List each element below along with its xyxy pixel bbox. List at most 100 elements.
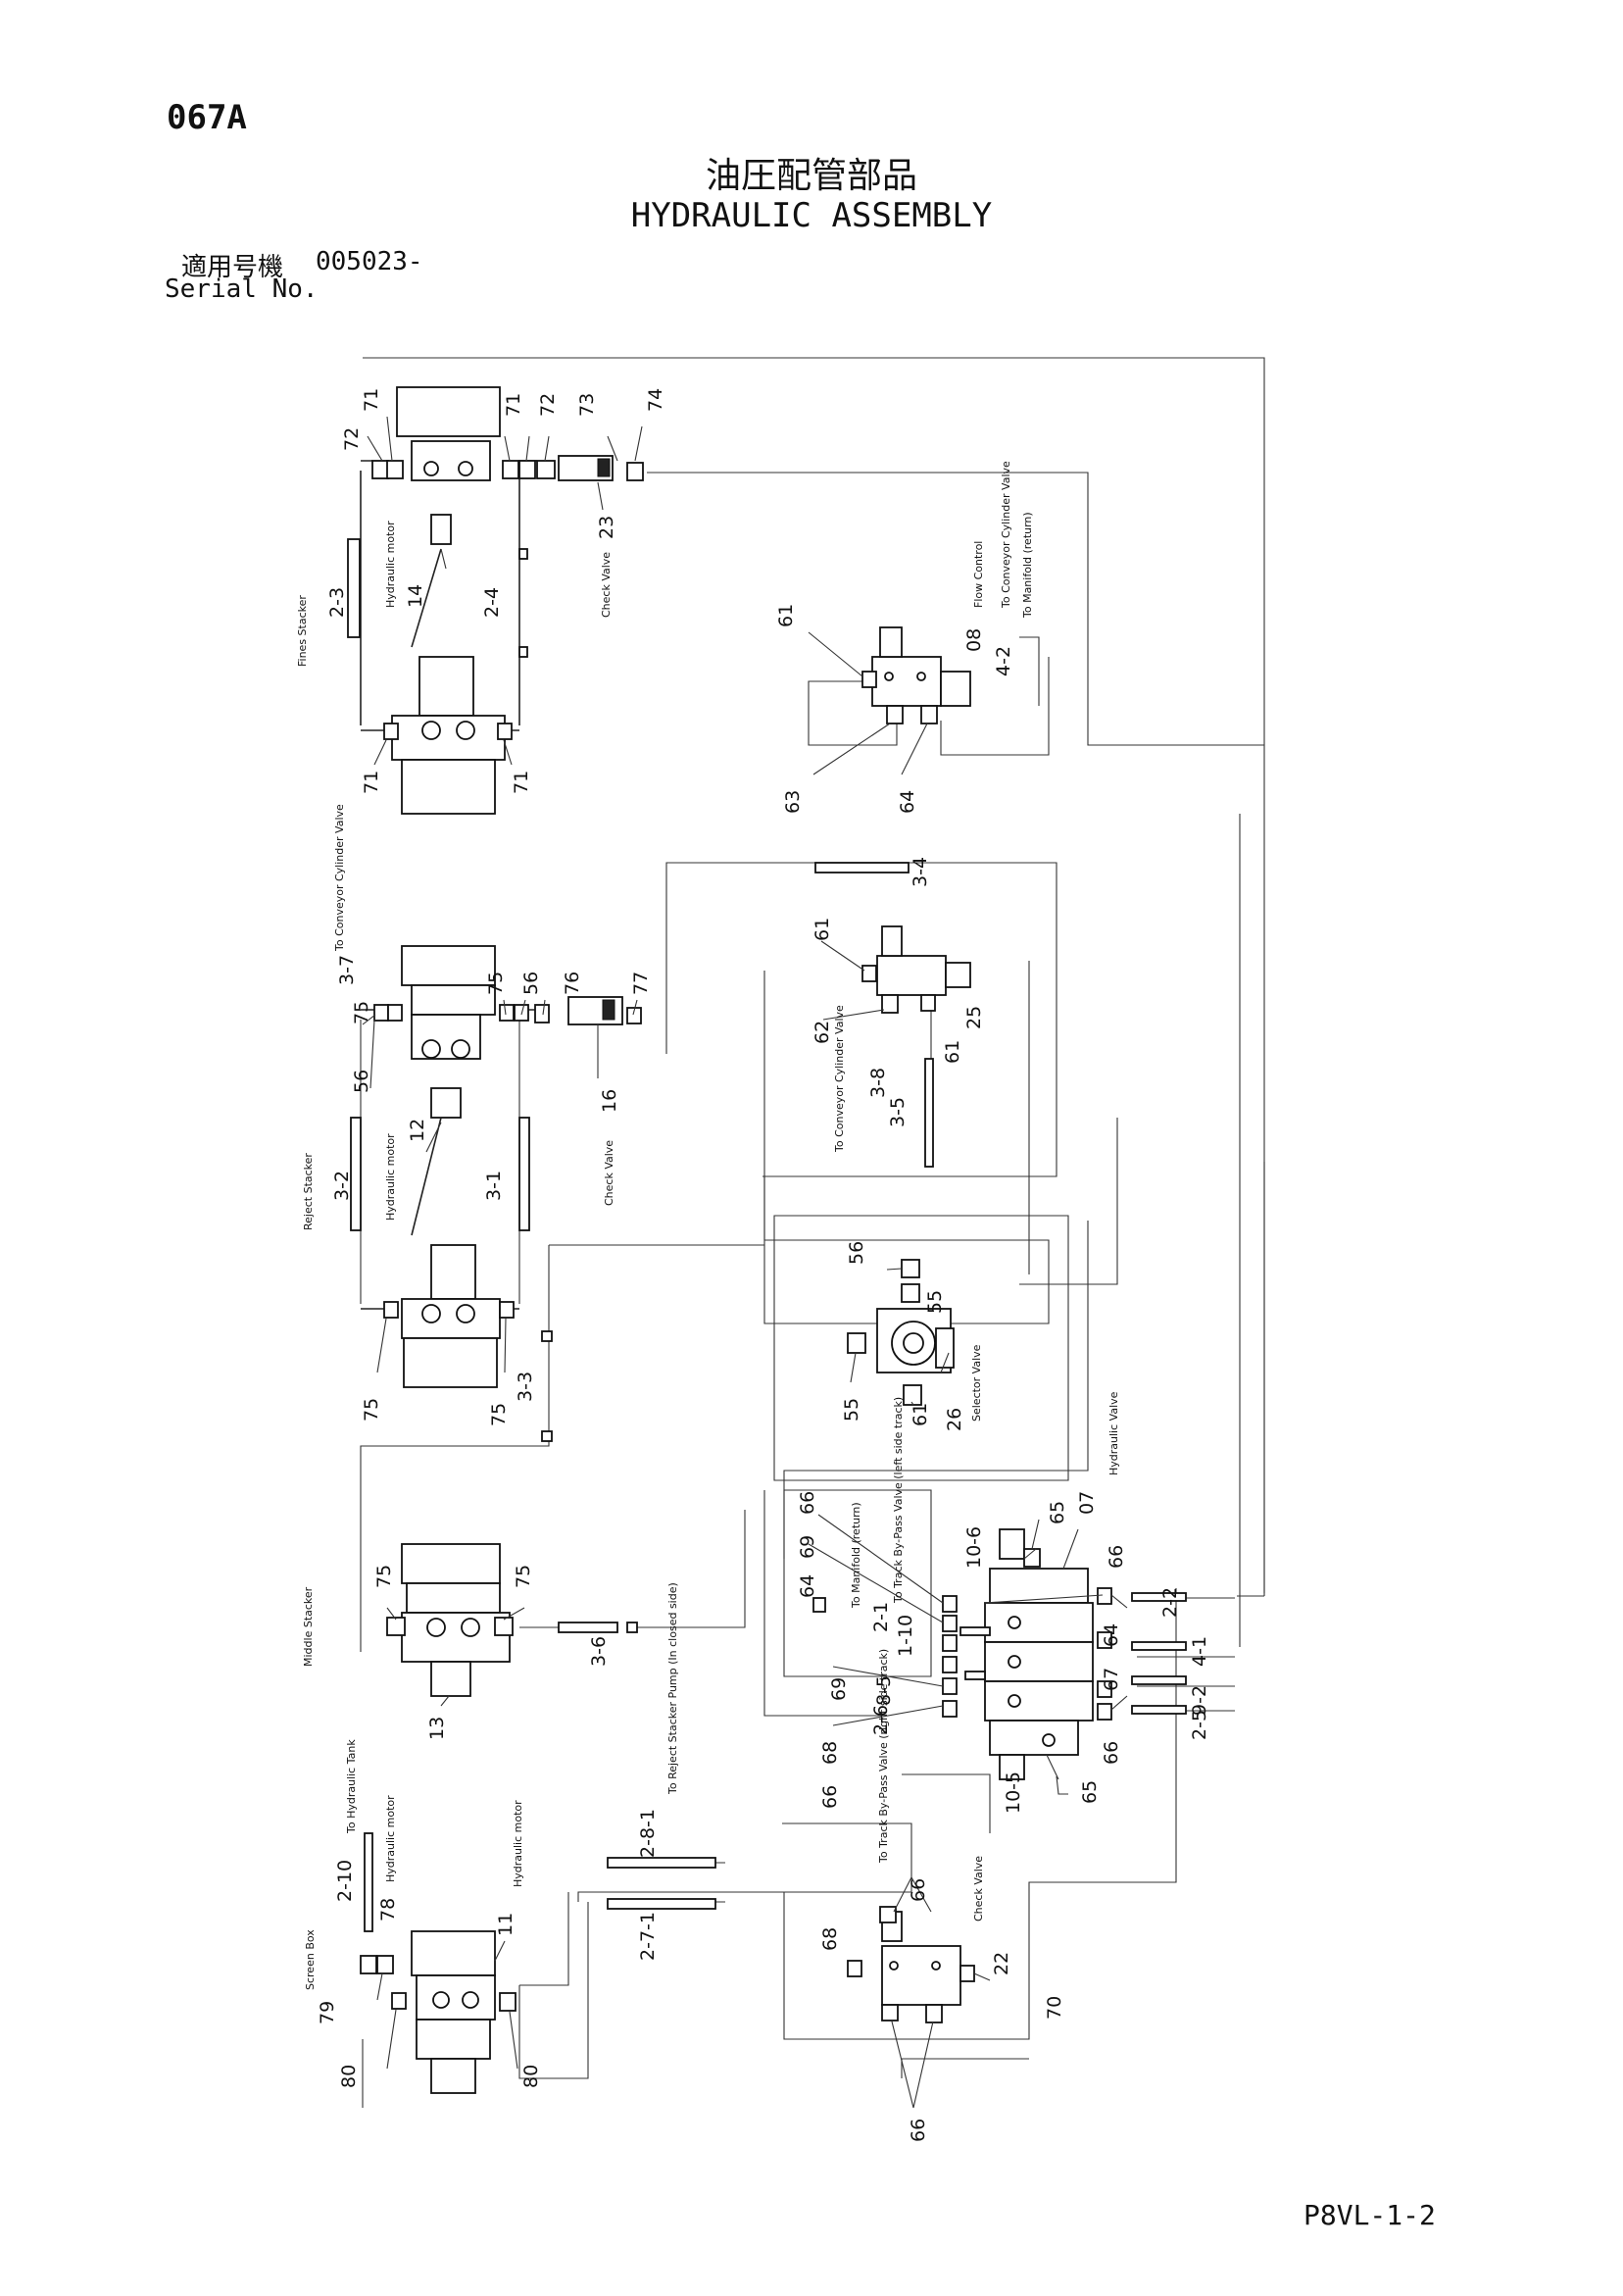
conveyor-cylinder-valve — [876, 925, 971, 996]
part-number: 72 — [341, 427, 363, 451]
part-number: 65 — [1047, 1501, 1068, 1524]
part-number: 70 — [1044, 1996, 1065, 2020]
part-number: 61 — [775, 604, 797, 627]
part-number: 66 — [819, 1785, 841, 1809]
part-number: 3-2 — [331, 1171, 353, 1201]
part-number: 07 — [1076, 1491, 1098, 1515]
part-number: 71 — [503, 393, 524, 417]
label-screen-box: Screen Box — [304, 1929, 317, 1990]
part-number: 71 — [361, 388, 382, 412]
part-number: 56 — [351, 1070, 372, 1093]
part-number: 64 — [897, 790, 918, 814]
part-number: 66 — [797, 1491, 818, 1515]
diagram-labels: Fines Stacker Hydraulic motor Check Valv… — [296, 461, 1120, 1990]
part-number: 2-6 — [870, 1705, 892, 1735]
label-selector-valve: Selector Valve — [970, 1344, 983, 1422]
part-number: 4-2 — [993, 646, 1014, 676]
part-number: 4-1 — [1189, 1636, 1210, 1667]
part-number: 73 — [576, 393, 598, 417]
part-number: 2-1 — [870, 1602, 892, 1632]
part-number: 65 — [1079, 1780, 1101, 1804]
label-hydraulic-motor: Hydraulic motor — [384, 1133, 397, 1221]
part-number: 16 — [599, 1089, 620, 1113]
part-number: 75 — [485, 972, 507, 995]
part-number: 61 — [910, 1403, 931, 1426]
part-number: 71 — [511, 771, 532, 794]
label-to-conveyor-cylinder: To Conveyor Cylinder Valve — [1000, 461, 1012, 609]
part-number: 75 — [351, 1001, 372, 1024]
part-number: 66 — [908, 2119, 929, 2142]
fines-stacker-motor-assembly — [391, 386, 506, 815]
part-number: 3-5 — [887, 1097, 909, 1127]
serial-label-japanese: 適用号機 — [181, 253, 284, 282]
part-number: 68 — [819, 1927, 841, 1951]
part-number: 66 — [908, 1878, 929, 1902]
part-number: 3-7 — [336, 955, 358, 985]
middle-stacker-motor-assembly — [401, 1543, 511, 1697]
part-number: 2-3 — [326, 587, 348, 618]
part-number: 3-4 — [910, 857, 931, 887]
part-number: 79 — [317, 2001, 338, 2024]
label-to-conveyor-cylinder: To Conveyor Cylinder Valve — [333, 804, 346, 952]
part-number: 64 — [797, 1574, 818, 1598]
part-number: 10-5 — [1003, 1772, 1024, 1814]
part-number: 62 — [812, 1021, 833, 1044]
part-number: 08 — [963, 628, 985, 652]
part-number: 68 — [819, 1741, 841, 1765]
label-to-manifold-return: To Manifold (return) — [850, 1502, 862, 1609]
label-to-hydraulic-tank: To Hydraulic Tank — [345, 1739, 358, 1834]
label-to-track-bypass-left: To Track By-Pass Valve (left side track) — [892, 1397, 905, 1604]
part-number: 3-3 — [515, 1372, 536, 1402]
part-number: 2-4 — [481, 587, 503, 618]
part-number: 56 — [846, 1241, 867, 1265]
part-number: 10-6 — [963, 1526, 985, 1569]
part-number: 12 — [407, 1119, 428, 1142]
label-middle-stacker: Middle Stacker — [302, 1586, 315, 1667]
part-number: 64 — [1101, 1623, 1122, 1647]
part-number: 69 — [828, 1677, 850, 1701]
part-number: 11 — [495, 1913, 516, 1936]
flow-control-valve — [871, 626, 971, 707]
serial-label-english: Serial No. — [165, 275, 319, 304]
part-number: 80 — [520, 2065, 542, 2088]
part-number: 61 — [942, 1040, 963, 1064]
page-code: 067A — [167, 98, 247, 137]
part-number: 2-8-1 — [637, 1809, 659, 1858]
part-number: 3-6 — [588, 1636, 610, 1667]
label-flow-control: Flow Control — [972, 541, 985, 608]
part-number: 76 — [562, 972, 583, 995]
part-number: 22 — [991, 1952, 1012, 1975]
part-number: 75 — [361, 1398, 382, 1422]
reject-stacker-motor-assembly — [401, 945, 501, 1388]
part-number: 61 — [812, 918, 833, 941]
part-number: 74 — [645, 388, 666, 412]
part-number: 75 — [488, 1403, 510, 1426]
hydraulic-valve-bank — [984, 1528, 1094, 1780]
part-number: 75 — [513, 1565, 534, 1588]
part-number: 78 — [377, 1898, 399, 1922]
part-number: 8-5 — [873, 1675, 895, 1706]
serial-number: 005023- — [316, 247, 423, 276]
pipe-network — [360, 357, 1265, 2108]
lower-control-valve — [881, 1911, 961, 2006]
part-number: 13 — [426, 1717, 448, 1740]
label-fines-stacker: Fines Stacker — [296, 595, 309, 667]
part-number: 3-8 — [867, 1068, 889, 1098]
part-number: 2-5 — [1189, 1710, 1210, 1740]
label-check-valve: Check Valve — [603, 1140, 615, 1206]
part-number: 69 — [797, 1535, 818, 1559]
part-numbers: 71 72 71 72 73 74 23 14 2-3 2-4 71 71 61… — [317, 388, 1210, 2142]
label-check-valve: Check Valve — [600, 552, 613, 618]
part-number: 1-10 — [895, 1615, 916, 1657]
label-to-reject-stacker-pump: To Reject Stacker Pump (In closed side) — [666, 1582, 679, 1795]
part-number: 2-2 — [1159, 1587, 1181, 1618]
part-number: 23 — [596, 516, 617, 539]
part-number: 14 — [405, 584, 426, 608]
part-number: 3-1 — [483, 1171, 505, 1201]
label-hydraulic-motor: Hydraulic motor — [384, 521, 397, 608]
part-number: 25 — [963, 1006, 985, 1029]
selector-valve — [876, 1308, 955, 1373]
part-number: 55 — [841, 1398, 862, 1422]
label-hydraulic-valve: Hydraulic Valve — [1107, 1391, 1120, 1475]
